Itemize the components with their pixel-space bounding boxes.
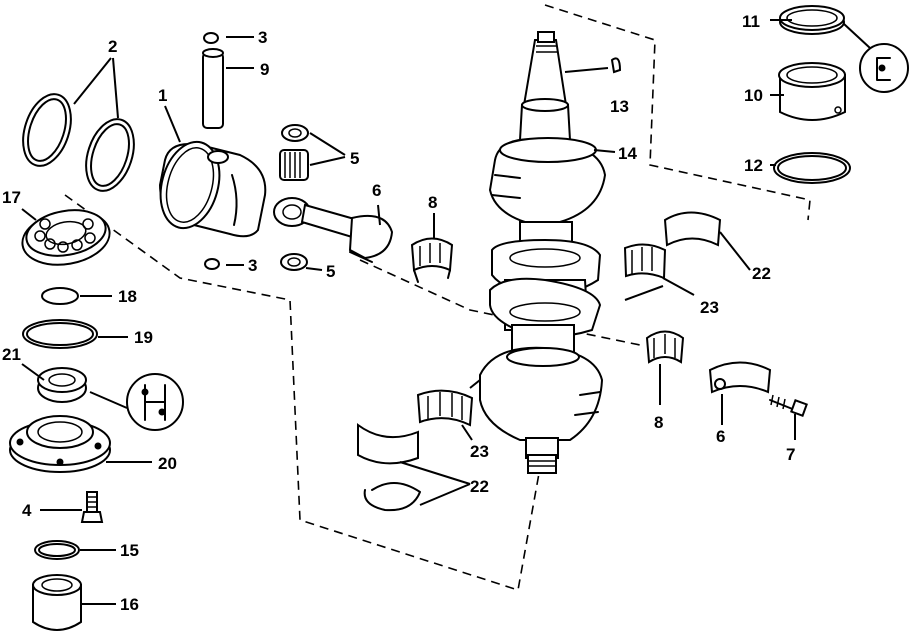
retaining-clips xyxy=(203,32,220,270)
small-rings xyxy=(22,287,98,349)
label-23-top: 23 xyxy=(700,298,719,317)
leader-lines xyxy=(21,19,796,605)
label-19: 19 xyxy=(134,328,153,347)
label-14: 14 xyxy=(618,144,637,163)
label-2: 2 xyxy=(108,37,117,56)
label-22-top: 22 xyxy=(752,264,771,283)
ball-bearing xyxy=(21,209,111,266)
upper-bearing-set xyxy=(773,5,851,184)
needle-bearings xyxy=(279,124,309,271)
label-20: 20 xyxy=(158,454,177,473)
label-21: 21 xyxy=(2,345,21,364)
label-7: 7 xyxy=(786,445,795,464)
label-22-bottom: 22 xyxy=(470,477,489,496)
label-6-bottom: 6 xyxy=(716,427,725,446)
bearing-cage-lower xyxy=(645,330,685,364)
connecting-rod xyxy=(273,197,394,263)
seal-detail-callout xyxy=(89,373,184,431)
label-6-top: 6 xyxy=(372,181,381,200)
label-10: 10 xyxy=(744,86,763,105)
label-9: 9 xyxy=(260,60,269,79)
callout-labels: 2 1 3 9 5 6 8 3 5 13 14 11 10 12 17 18 1… xyxy=(2,12,795,614)
label-16: 16 xyxy=(120,595,139,614)
piston xyxy=(158,140,267,238)
rod-bolt xyxy=(769,394,808,417)
label-17: 17 xyxy=(2,188,21,207)
label-8-top: 8 xyxy=(428,193,437,212)
clip-detail-callout xyxy=(843,23,909,93)
needle-cages xyxy=(416,243,667,427)
label-23-bottom: 23 xyxy=(470,442,489,461)
crankshaft xyxy=(479,31,607,474)
screw xyxy=(80,491,104,523)
label-13: 13 xyxy=(610,97,629,116)
bearing-housing xyxy=(9,415,111,473)
label-5-bottom: 5 xyxy=(326,262,335,281)
label-3-top: 3 xyxy=(258,28,267,47)
woodruff-key xyxy=(610,57,622,74)
label-5-top: 5 xyxy=(350,149,359,168)
o-ring-and-sleeve xyxy=(32,540,82,631)
oil-seal xyxy=(37,367,87,403)
piston-rings xyxy=(22,93,135,192)
assembly-dashed-lines xyxy=(64,4,811,592)
label-18: 18 xyxy=(118,287,137,306)
label-8-bottom: 8 xyxy=(654,413,663,432)
label-15: 15 xyxy=(120,541,139,560)
label-12: 12 xyxy=(744,156,763,175)
label-3-bottom: 3 xyxy=(248,256,257,275)
label-11: 11 xyxy=(742,12,760,31)
label-4: 4 xyxy=(22,501,32,520)
label-1: 1 xyxy=(158,86,167,105)
rod-cap xyxy=(708,361,772,394)
wrist-pin xyxy=(202,48,224,129)
bearing-halves xyxy=(357,211,722,512)
bearing-cage-upper xyxy=(410,237,454,283)
